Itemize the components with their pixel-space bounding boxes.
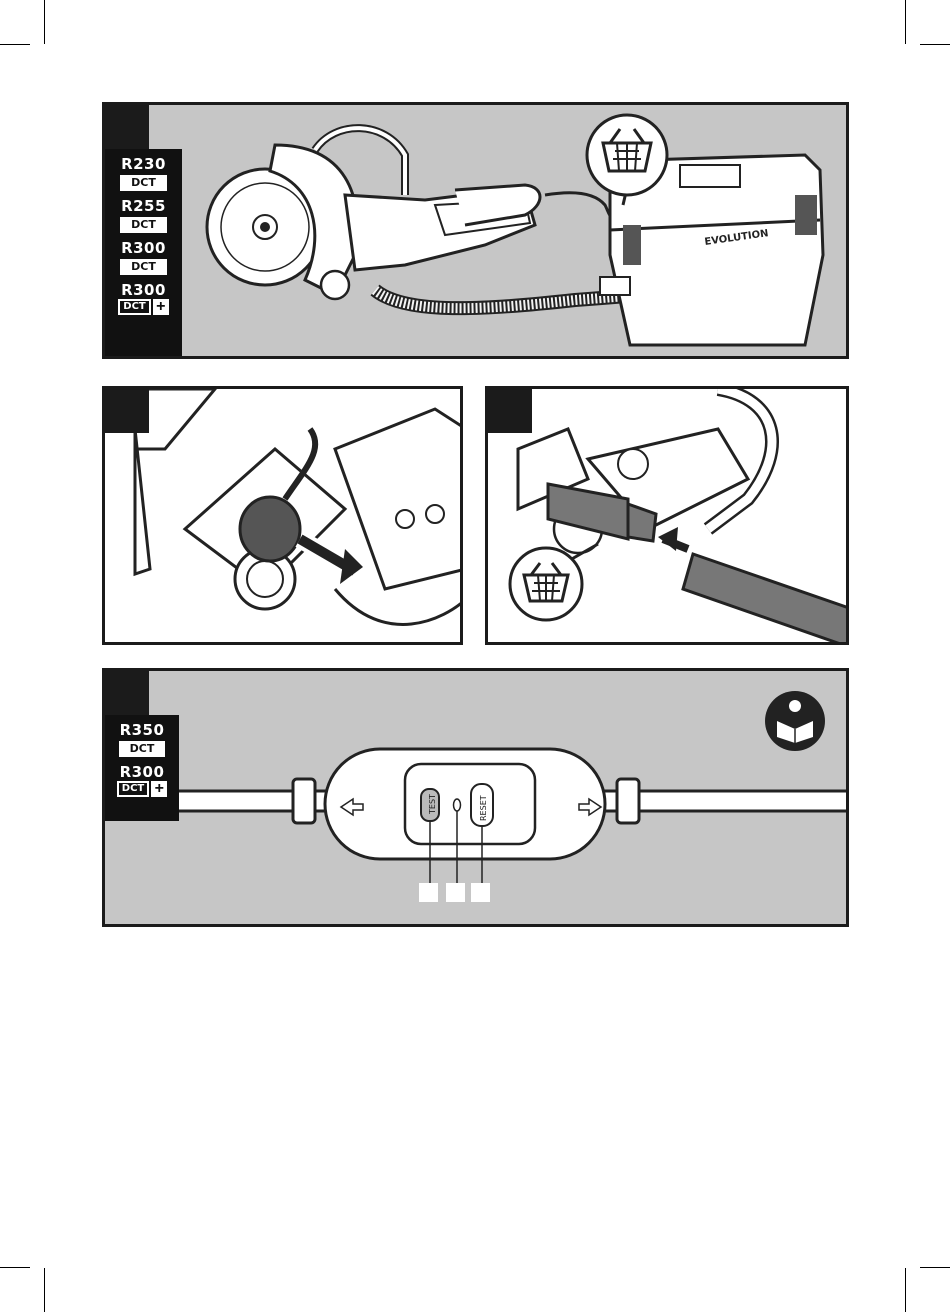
saw-vacuum-illustration: EVOLUTION (105, 105, 849, 359)
reset-label: RESET (479, 795, 488, 821)
model-badge: R350 DCT (105, 721, 179, 757)
crop-mark (44, 1268, 45, 1312)
crop-mark (0, 1267, 30, 1268)
test-label: TEST (428, 794, 437, 815)
model-name: R350 (105, 721, 179, 739)
model-name: R230 (105, 155, 182, 173)
model-name: R300 (105, 763, 179, 781)
panel-saw-with-vacuum: EVOLUTION R230 DCT R255 DCT R300 DCT R30… (102, 102, 849, 359)
model-variant: DCT (120, 217, 167, 233)
indicator-light (454, 799, 461, 811)
callout-number-box (446, 883, 465, 902)
model-badge: R300 DCT + (105, 763, 179, 797)
callout-number-box (471, 883, 490, 902)
model-variant: DCT (120, 175, 167, 191)
callout-number-box (419, 883, 438, 902)
model-name: R300 (105, 281, 182, 299)
step-number-tab (488, 389, 532, 433)
model-name: R255 (105, 197, 182, 215)
attach-hose-illustration (488, 389, 849, 645)
model-badge: R230 DCT (105, 155, 182, 191)
model-list: R230 DCT R255 DCT R300 DCT R300 DCT + (105, 149, 182, 359)
model-variant: DCT (118, 299, 150, 315)
plus-icon: + (153, 299, 169, 315)
step-number-tab (105, 105, 149, 149)
panel-remove-cap (102, 386, 463, 645)
model-variant: DCT (117, 781, 149, 797)
crop-mark (905, 1268, 906, 1312)
crop-mark (44, 0, 45, 44)
crop-mark (0, 44, 30, 45)
panel-attach-hose (485, 386, 849, 645)
model-list: R350 DCT R300 DCT + (105, 715, 179, 821)
remove-cap-illustration (105, 389, 463, 645)
model-name: R300 (105, 239, 182, 257)
model-badge: R255 DCT (105, 197, 182, 233)
step-number-tab (105, 389, 149, 433)
panel-rcd: TEST RESET R350 DCT R300 DCT + (102, 668, 849, 927)
arrow-icon (658, 527, 678, 551)
crop-mark (905, 0, 906, 44)
plus-icon: + (151, 781, 167, 797)
crop-mark (920, 44, 950, 45)
model-variant: DCT (119, 741, 166, 757)
model-variant: DCT (120, 259, 167, 275)
model-badge: R300 DCT (105, 239, 182, 275)
model-badge: R300 DCT + (105, 281, 182, 315)
step-number-tab (105, 671, 149, 715)
crop-mark (920, 1267, 950, 1268)
